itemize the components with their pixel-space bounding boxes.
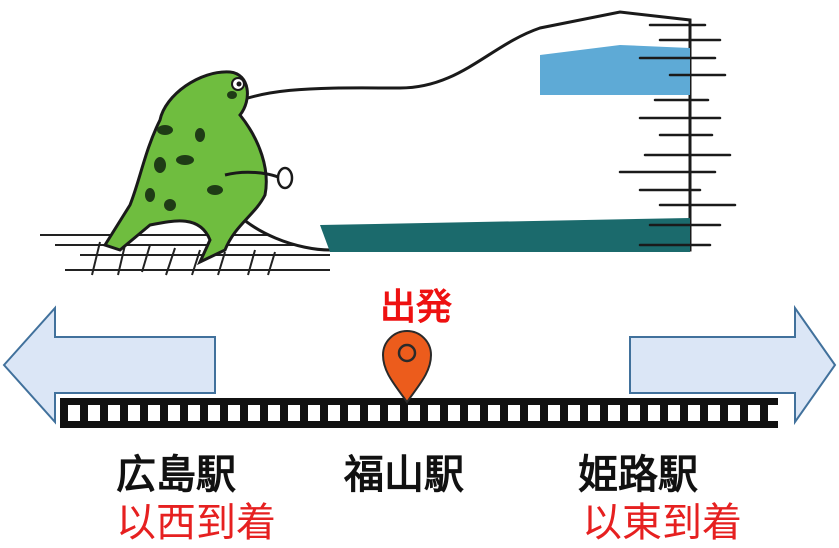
motion-lines [618,23,737,247]
track-tie [168,405,180,421]
departure-label: 出発 [379,287,452,328]
track-tie [768,405,780,421]
arrow-left-icon [2,305,216,425]
railway-track [60,398,780,428]
train-skirt [320,218,690,252]
track-tie [628,405,640,421]
frog [102,70,294,266]
track-tie [648,405,660,421]
track-tie [388,405,400,421]
note-east-arrival: 以東到着 [582,500,742,546]
track-tie [708,405,720,421]
track-tie [88,405,100,421]
track-tie [528,405,540,421]
track-tie [728,405,740,421]
track-tie [568,405,580,421]
track-tie [668,405,680,421]
track-tie [68,405,80,421]
track-tie [508,405,520,421]
track-tie [308,405,320,421]
train [218,10,692,252]
track-tie [328,405,340,421]
track-tie [748,405,760,421]
track-tie [348,405,360,421]
train-window [540,45,690,95]
track-tie [208,405,220,421]
track-tie [108,405,120,421]
track-tie [488,405,500,421]
station-himeji: 姫路駅 [578,452,698,498]
note-west-arrival: 以西到着 [116,500,276,546]
track-tie [408,405,420,421]
map-pin-icon [381,330,433,404]
station-fukuyama: 福山駅 [344,452,464,498]
track-tie [228,405,240,421]
track-tie [688,405,700,421]
track-tie [248,405,260,421]
station-hiroshima: 広島駅 [116,452,236,498]
track-tie [588,405,600,421]
track-tie [188,405,200,421]
track-tie [268,405,280,421]
track-tie [448,405,460,421]
track-tie [468,405,480,421]
track-tie [128,405,140,421]
track-tie [288,405,300,421]
track-tie [608,405,620,421]
track-tie [368,405,380,421]
track-tie [548,405,560,421]
track-tie [148,405,160,421]
arrow-right-icon [629,304,837,426]
track-tie [428,405,440,421]
